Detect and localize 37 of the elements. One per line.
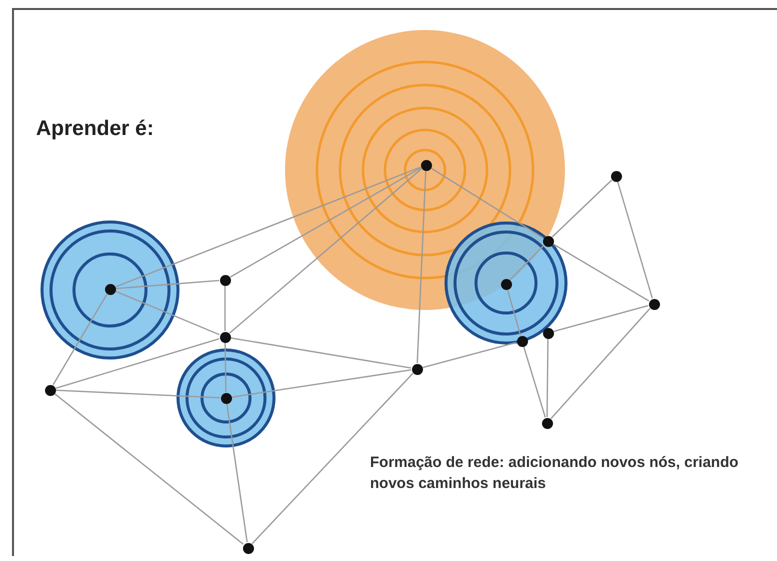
connection-line [523,346,546,418]
network-node [648,298,660,310]
connection-line [416,170,426,364]
connection-line [116,280,220,290]
network-node [220,332,230,342]
connection-line [252,372,414,544]
connection-line [430,168,544,238]
connection-line [115,290,220,336]
network-node [220,274,230,286]
network-node [242,542,254,554]
heading: Aprender é: [36,117,154,141]
connection-line [550,308,650,419]
connection-line [422,342,516,368]
connection-line [510,244,544,280]
network-node [412,364,422,374]
network-node [44,384,56,396]
connection-line [115,166,421,288]
connection-line [232,369,412,398]
connection-line [554,304,648,332]
caption-text: Formação de rede: adicionando novos nós, criando novos caminhos neurais [370,453,740,494]
connection-line [224,342,227,392]
connection-line [52,294,108,386]
connection-line [224,286,226,331]
connection-line [226,404,248,542]
connection-line [229,168,422,334]
connection-line [230,167,422,278]
network-node [610,170,622,182]
connection-line [230,337,412,369]
network-node [542,418,552,428]
connection-line [54,393,244,545]
connection-line [552,180,612,238]
connection-line [56,338,220,389]
connection-line [617,182,653,298]
connection-line [507,290,521,336]
connection-line [56,390,220,398]
connection-line [552,244,650,302]
connection-line [546,339,549,417]
